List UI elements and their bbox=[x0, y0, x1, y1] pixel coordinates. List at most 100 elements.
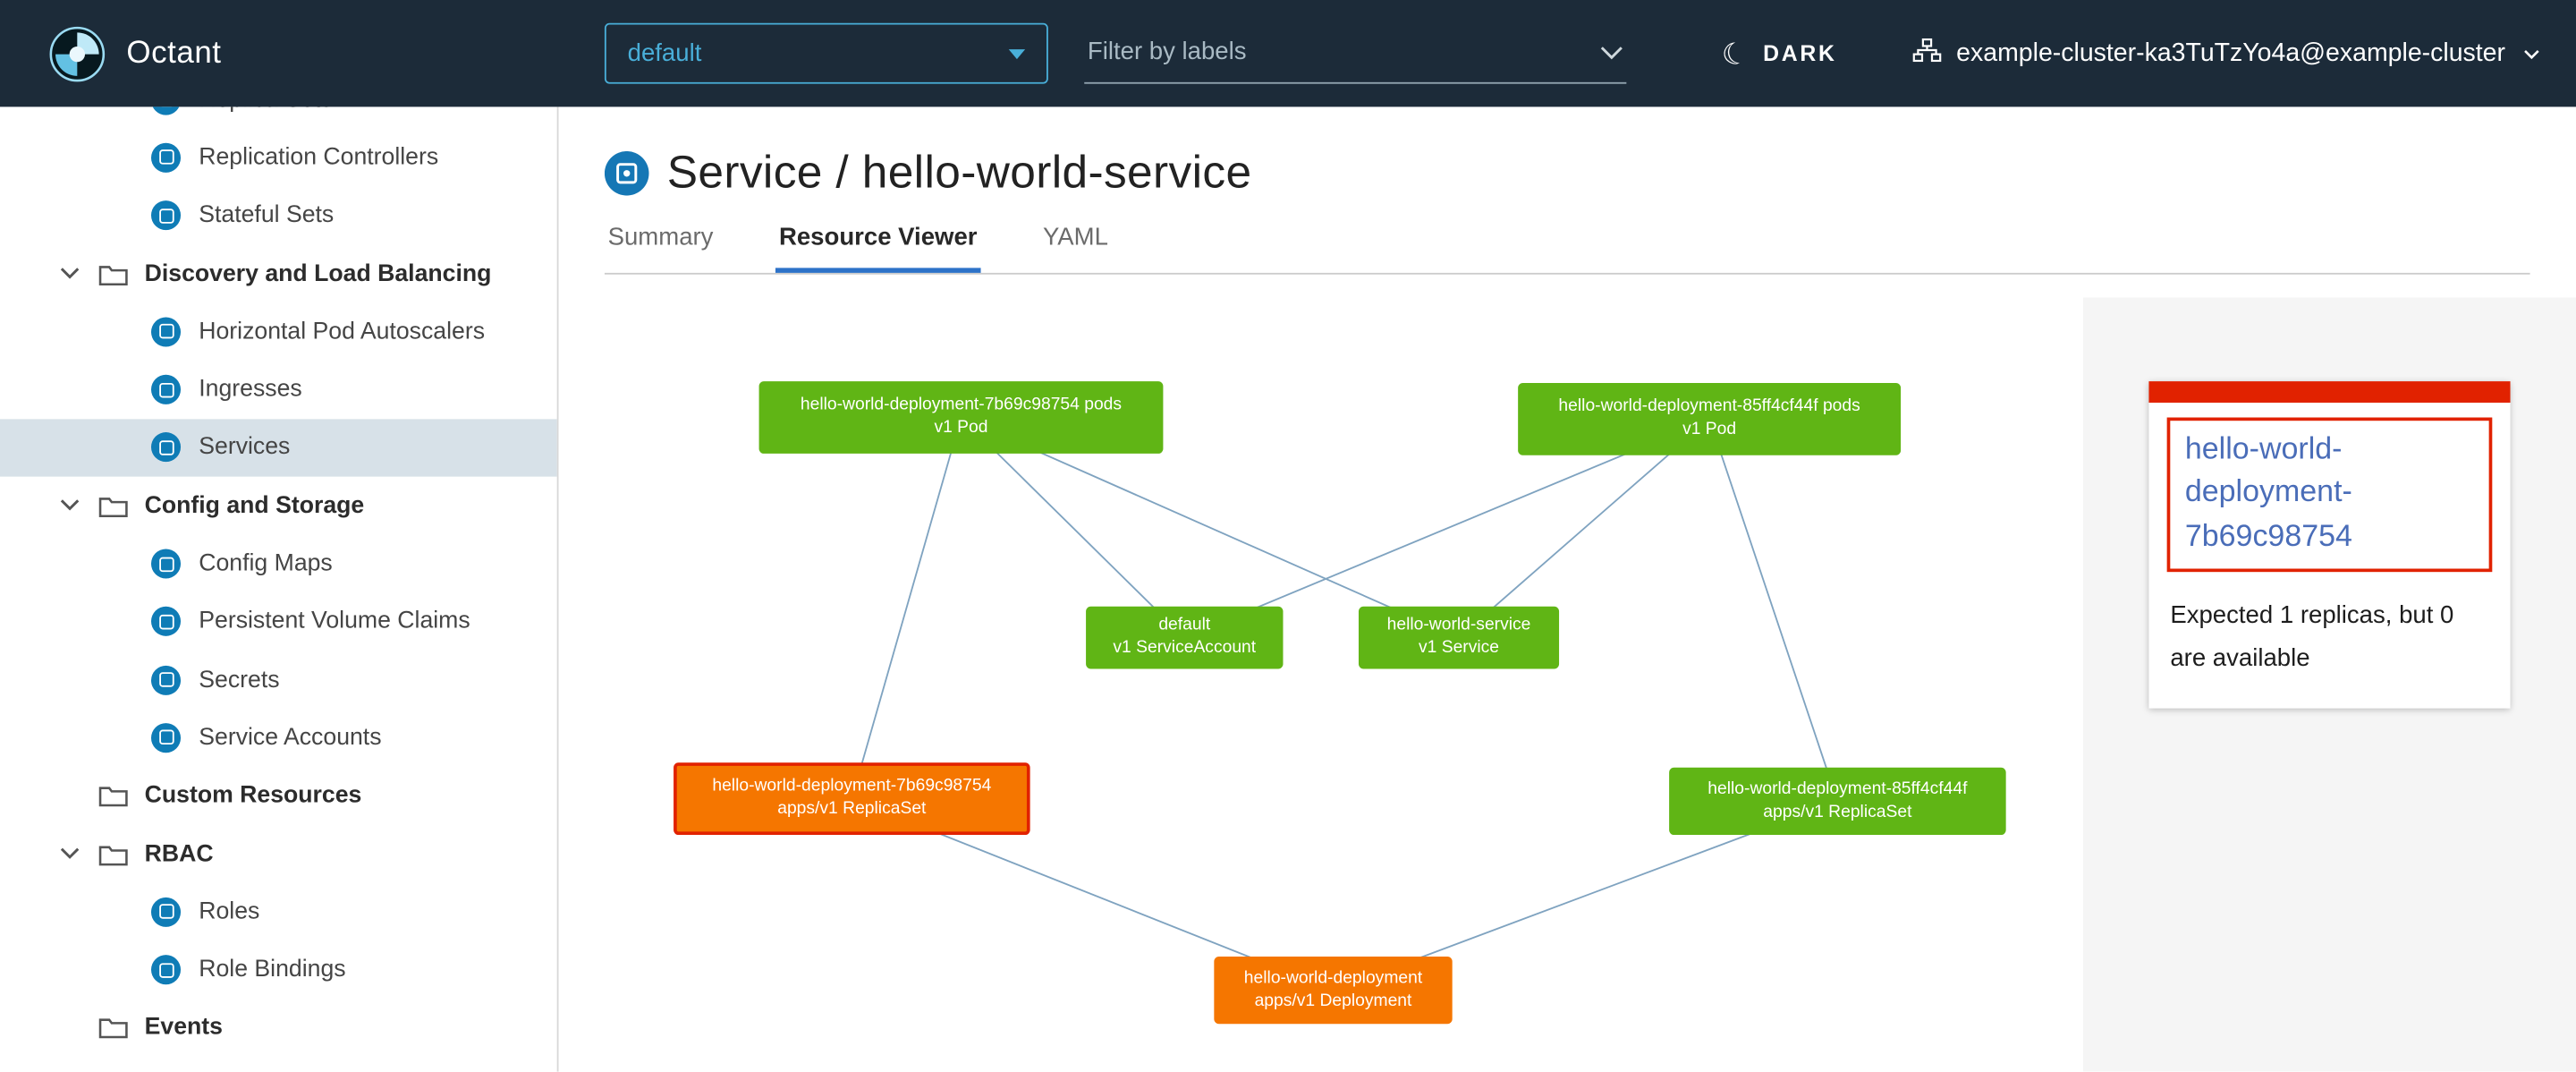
sidebar-item-config-maps[interactable]: Config Maps bbox=[0, 535, 557, 593]
selected-object-box: hello-world-deployment-7b69c98754 bbox=[2167, 418, 2493, 572]
persistent-volume-claims-icon bbox=[151, 607, 181, 636]
sidebar-item-horizontal-pod-autoscalers[interactable]: Horizontal Pod Autoscalers bbox=[0, 302, 557, 361]
sidebar-item-label: Persistent Volume Claims bbox=[199, 608, 470, 634]
graph-node-hello-world-deployment-7b69c98754-pods[interactable]: hello-world-deployment-7b69c98754 podsv1… bbox=[759, 381, 1164, 454]
service-accounts-icon bbox=[151, 723, 181, 753]
sidebar-item-persistent-volume-claims[interactable]: Persistent Volume Claims bbox=[0, 592, 557, 651]
sidebar-item-label: Replication Controllers bbox=[199, 145, 438, 171]
sidebar-item-label: Replica Sets bbox=[199, 106, 333, 113]
resource-graph: hello-world-deployment-7b69c98754 pods v1… bbox=[558, 297, 2082, 1071]
replication-controllers-icon bbox=[151, 143, 181, 173]
folder-icon bbox=[98, 262, 128, 285]
label-filter bbox=[1084, 25, 1626, 84]
sidebar-item-stateful-sets[interactable]: Stateful Sets bbox=[0, 187, 557, 245]
sidebar-item-custom-resources[interactable]: Custom Resources bbox=[0, 767, 557, 825]
node-name: hello-world-deployment-7b69c98754 pods bbox=[801, 395, 1122, 417]
sidebar-item-label: Role Bindings bbox=[199, 957, 345, 983]
tab-summary[interactable]: Summary bbox=[605, 224, 716, 273]
selected-object-link[interactable]: hello-world-deployment-7b69c98754 bbox=[2185, 430, 2352, 551]
node-name: hello-world-deployment-7b69c98754 bbox=[712, 777, 991, 799]
chevron-down-icon bbox=[2523, 38, 2539, 68]
cluster-context-label: example-cluster-ka3TuTzYo4a@example-clus… bbox=[1956, 38, 2505, 68]
graph-node-hello-world-deployment[interactable]: hello-world-deploymentapps/v1 Deployment bbox=[1214, 957, 1452, 1024]
chevron-down-icon[interactable] bbox=[59, 847, 80, 862]
detail-card-body: hello-world-deployment-7b69c98754 Expect… bbox=[2148, 403, 2510, 709]
node-kind: apps/v1 ReplicaSet bbox=[1763, 801, 1911, 823]
sidebar-item-label: RBAC bbox=[145, 840, 214, 866]
sidebar-list: Replica SetsReplication ControllersState… bbox=[0, 106, 557, 1057]
sidebar-item-label: Custom Resources bbox=[145, 783, 362, 809]
cluster-context-selector[interactable]: example-cluster-ka3TuTzYo4a@example-clus… bbox=[1912, 0, 2540, 106]
sidebar-item-label: Config Maps bbox=[199, 550, 333, 576]
sidebar-item-label: Events bbox=[145, 1015, 223, 1041]
theme-toggle-button[interactable]: ☾ DARK bbox=[1722, 0, 1837, 106]
node-name: hello-world-deployment-85ff4cf44f bbox=[1707, 778, 1967, 801]
stateful-sets-icon bbox=[151, 201, 181, 231]
secrets-icon bbox=[151, 665, 181, 694]
graph-node-hello-world-deployment-7b69c98754[interactable]: hello-world-deployment-7b69c98754apps/v1… bbox=[674, 762, 1030, 835]
main-content: Service / hello-world-service Summary Re… bbox=[558, 106, 2576, 1071]
tab-yaml[interactable]: YAML bbox=[1039, 224, 1111, 273]
tab-divider bbox=[605, 273, 2530, 275]
namespace-dropdown[interactable]: default bbox=[605, 23, 1048, 84]
tab-resource-viewer[interactable]: Resource Viewer bbox=[775, 224, 980, 273]
sidebar-item-role-bindings[interactable]: Role Bindings bbox=[0, 940, 557, 999]
sidebar-item-discovery-and-load-balancing[interactable]: Discovery and Load Balancing bbox=[0, 244, 557, 302]
chevron-down-icon[interactable] bbox=[59, 498, 80, 514]
sidebar-item-label: Ingresses bbox=[199, 377, 301, 403]
graph-node-hello-world-deployment-85ff4cf44f[interactable]: hello-world-deployment-85ff4cf44fapps/v1… bbox=[1669, 768, 2006, 835]
replica-sets-icon bbox=[151, 106, 181, 115]
sidebar: Replica SetsReplication ControllersState… bbox=[0, 106, 558, 1071]
node-kind: apps/v1 ReplicaSet bbox=[777, 799, 926, 821]
folder-icon bbox=[98, 1017, 128, 1040]
sidebar-item-label: Services bbox=[199, 435, 290, 461]
sidebar-item-rbac[interactable]: RBAC bbox=[0, 825, 557, 883]
graph-edge bbox=[1709, 419, 1837, 801]
theme-toggle-label: DARK bbox=[1763, 41, 1837, 66]
sidebar-item-roles[interactable]: Roles bbox=[0, 883, 557, 941]
namespace-dropdown-value: default bbox=[628, 39, 702, 67]
chevron-down-icon bbox=[1009, 48, 1025, 58]
node-name: hello-world-service bbox=[1387, 616, 1531, 638]
sidebar-item-config-and-storage[interactable]: Config and Storage bbox=[0, 477, 557, 535]
chevron-down-icon[interactable] bbox=[1600, 39, 1623, 69]
roles-icon bbox=[151, 897, 181, 926]
node-kind: v1 ServiceAccount bbox=[1113, 638, 1256, 660]
sidebar-item-ingresses[interactable]: Ingresses bbox=[0, 361, 557, 419]
sidebar-item-events[interactable]: Events bbox=[0, 999, 557, 1057]
octant-logo-icon bbox=[49, 25, 105, 81]
label-filter-input[interactable] bbox=[1084, 25, 1626, 81]
folder-icon bbox=[98, 494, 128, 517]
node-kind: apps/v1 Deployment bbox=[1255, 991, 1412, 1013]
sidebar-item-replica-sets[interactable]: Replica Sets bbox=[0, 106, 557, 128]
sidebar-item-services[interactable]: Services bbox=[0, 419, 557, 477]
status-accent-bar bbox=[2148, 381, 2510, 403]
sidebar-item-replication-controllers[interactable]: Replication Controllers bbox=[0, 129, 557, 187]
sidebar-item-secrets[interactable]: Secrets bbox=[0, 651, 557, 709]
sidebar-item-label: Horizontal Pod Autoscalers bbox=[199, 319, 485, 345]
graph-node-hello-world-deployment-85ff4cf44f-pods[interactable]: hello-world-deployment-85ff4cf44f podsv1… bbox=[1518, 383, 1901, 455]
horizontal-pod-autoscalers-icon bbox=[151, 317, 181, 346]
config-maps-icon bbox=[151, 549, 181, 578]
ingresses-icon bbox=[151, 375, 181, 404]
chevron-down-icon[interactable] bbox=[59, 267, 80, 282]
moon-icon: ☾ bbox=[1719, 36, 1751, 71]
cluster-icon bbox=[1912, 37, 1942, 70]
page-header: Service / hello-world-service Summary Re… bbox=[558, 106, 2576, 297]
app-title: Octant bbox=[126, 35, 221, 71]
resource-viewer-panel: hello-world-deployment-7b69c98754 pods v1… bbox=[558, 297, 2576, 1071]
sidebar-item-service-accounts[interactable]: Service Accounts bbox=[0, 709, 557, 767]
sidebar-item-label: Roles bbox=[199, 898, 259, 924]
page-title: Service / hello-world-service bbox=[667, 146, 1252, 199]
title-row: Service / hello-world-service bbox=[605, 146, 2530, 199]
detail-card: hello-world-deployment-7b69c98754 Expect… bbox=[2148, 381, 2510, 709]
detail-panel: hello-world-deployment-7b69c98754 Expect… bbox=[2083, 297, 2576, 1071]
graph-node-hello-world-service[interactable]: hello-world-servicev1 Service bbox=[1359, 607, 1559, 669]
node-name: default bbox=[1158, 616, 1210, 638]
graph-node-default[interactable]: defaultv1 ServiceAccount bbox=[1086, 607, 1283, 669]
node-kind: v1 Pod bbox=[1682, 419, 1736, 441]
node-name: hello-world-deployment bbox=[1244, 968, 1422, 991]
sidebar-item-label: Service Accounts bbox=[199, 725, 381, 751]
folder-icon bbox=[98, 842, 128, 865]
